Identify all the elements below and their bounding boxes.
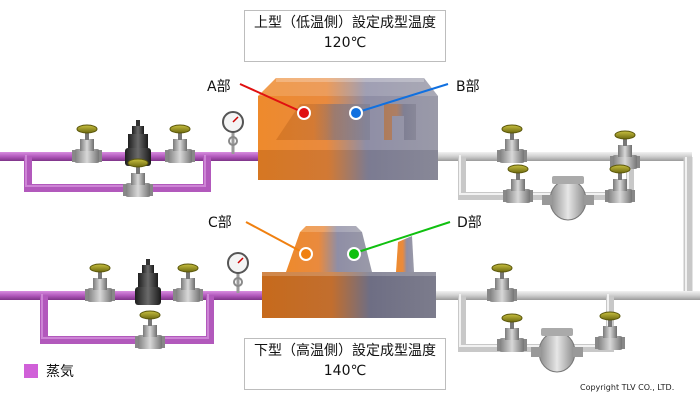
part-a-pointer-line: [239, 83, 303, 113]
part-a-label: A部: [207, 79, 231, 95]
steam-trap-icon: [531, 328, 583, 373]
part-a-marker: [297, 106, 311, 120]
part-b-pointer-line: [357, 83, 449, 113]
bypass-valve-icon: [135, 310, 165, 349]
lower-mold-caption: 下型（高温側）設定成型温度 140℃: [244, 338, 446, 390]
pressure-gauge-lower: [227, 252, 249, 293]
pressure-reducing-valve-icon: [135, 259, 161, 305]
gate-valve-icon: [497, 124, 527, 163]
gate-valve-icon: [605, 164, 635, 203]
steam-bypass-pipe: [40, 296, 214, 344]
gate-valve-icon: [173, 263, 203, 302]
steam-legend-label: 蒸気: [46, 364, 74, 380]
part-b-label: B部: [456, 79, 480, 95]
gate-valve-icon: [487, 263, 517, 302]
part-d-pointer-line: [357, 221, 451, 253]
copyright-text: Copyright TLV CO., LTD.: [580, 383, 675, 392]
gate-valve-icon: [503, 164, 533, 203]
upper-mold-caption-title: 上型（低温側）設定成型温度: [254, 15, 436, 31]
upper-mold: [258, 78, 438, 180]
upper-mold-temperature: 120℃: [323, 35, 367, 51]
part-c-marker: [299, 247, 313, 261]
lower-mold: [262, 226, 436, 318]
gate-valve-icon: [165, 124, 195, 163]
part-c-label: C部: [208, 215, 232, 231]
steam-pipe: [0, 291, 268, 300]
condensate-pipe: [438, 152, 692, 161]
gate-valve-icon: [595, 311, 625, 350]
lower-mold-temperature: 140℃: [323, 363, 367, 379]
steam-trap-icon: [542, 176, 594, 221]
part-d-label: D部: [457, 215, 482, 231]
valve-group: [72, 120, 640, 373]
gate-valve-icon: [85, 263, 115, 302]
steam-legend-swatch: [24, 364, 38, 378]
gate-valve-icon: [610, 130, 640, 169]
part-b-marker: [349, 106, 363, 120]
part-pointers: [239, 83, 451, 261]
part-c-pointer-line: [245, 221, 303, 253]
lower-mold-caption-title: 下型（高温側）設定成型温度: [254, 343, 436, 359]
legend: 蒸気: [24, 361, 74, 381]
part-d-marker: [347, 247, 361, 261]
upper-mold-caption: 上型（低温側）設定成型温度 120℃: [244, 10, 446, 62]
gate-valve-icon: [497, 313, 527, 352]
pressure-gauge-upper: [222, 111, 244, 154]
steam-bypass-pipe: [24, 157, 211, 192]
bypass-valve-icon: [123, 158, 153, 197]
condensate-pipe: [436, 291, 700, 300]
gate-valve-icon: [72, 124, 102, 163]
